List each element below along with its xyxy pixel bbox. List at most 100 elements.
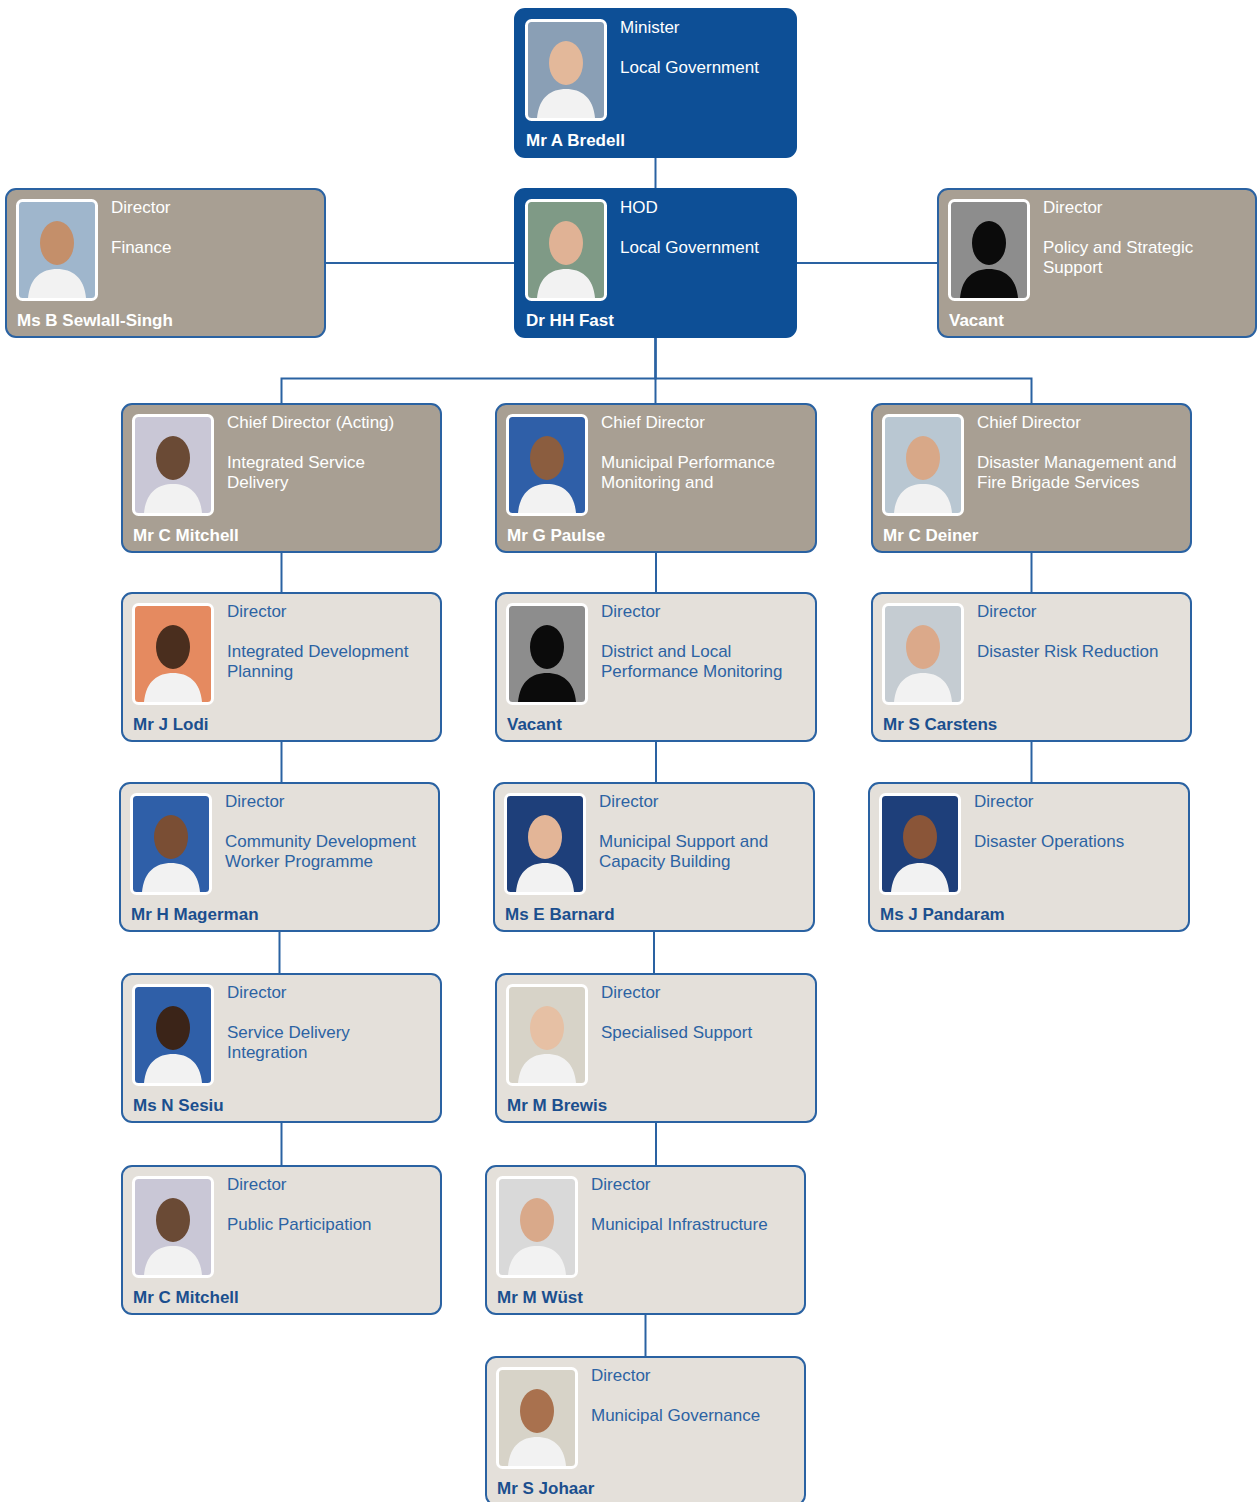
person-name: Mr J Lodi [133, 714, 430, 735]
role-title: Director [591, 1366, 794, 1386]
portrait-photo [132, 414, 214, 516]
title-block: DirectorSpecialised Support [507, 983, 805, 1095]
role-title: Director [599, 792, 803, 812]
title-block: DirectorPublic Participation [133, 1175, 430, 1287]
person-name: Ms B Sewlall-Singh [17, 310, 314, 331]
unit-name: Integrated Development Planning [227, 642, 430, 682]
role-title: Chief Director [977, 413, 1180, 433]
person-name: Mr C Deiner [883, 525, 1180, 546]
portrait-photo [506, 984, 588, 1086]
portrait-photo [132, 1176, 214, 1278]
reporting-line [1031, 742, 1033, 782]
unit-name: Community Development Worker Programme [225, 832, 428, 872]
unit-name: Municipal Support and Capacity Building [599, 832, 803, 872]
org-box: Chief DirectorDisaster Management and Fi… [871, 403, 1192, 553]
portrait-photo [16, 199, 98, 301]
role-title: Director [111, 198, 314, 218]
org-box: DirectorService Delivery IntegrationMs N… [121, 973, 442, 1123]
portrait-photo [504, 793, 586, 895]
reporting-line [655, 553, 657, 592]
reporting-line [279, 932, 281, 973]
person-name: Mr M Wüst [497, 1287, 794, 1308]
unit-name: Finance [111, 238, 314, 258]
role-title: Director [227, 983, 430, 1003]
title-block: DirectorPolicy and Strategic Support [949, 198, 1245, 310]
reporting-line [655, 158, 657, 188]
role-title: Minister [620, 18, 785, 38]
unit-name: Local Government [620, 58, 785, 78]
portrait-photo [948, 199, 1030, 301]
portrait-photo [496, 1367, 578, 1469]
role-title: Director [591, 1175, 794, 1195]
unit-name: Policy and Strategic Support [1043, 238, 1245, 278]
unit-name: Disaster Management and Fire Brigade Ser… [977, 453, 1180, 493]
title-block: DirectorIntegrated Development Planning [133, 602, 430, 714]
reporting-line [655, 1123, 657, 1165]
role-title: Director [974, 792, 1178, 812]
portrait-photo [879, 793, 961, 895]
person-name: Mr M Brewis [507, 1095, 805, 1116]
person-name: Mr C Mitchell [133, 1287, 430, 1308]
reporting-line [653, 932, 655, 973]
org-box: DirectorMunicipal GovernanceMr S Johaar [485, 1356, 806, 1502]
portrait-photo [525, 19, 607, 121]
person-name: Ms E Barnard [505, 904, 803, 925]
org-box: DirectorCommunity Development Worker Pro… [119, 782, 440, 932]
person-name: Vacant [507, 714, 805, 735]
portrait-photo [130, 793, 212, 895]
org-box: DirectorSpecialised SupportMr M Brewis [495, 973, 817, 1123]
reporting-line [282, 338, 656, 403]
role-title: Director [227, 1175, 430, 1195]
org-box: MinisterLocal Government Mr A Bredell [514, 8, 797, 158]
org-box: DirectorMunicipal Support and Capacity B… [493, 782, 815, 932]
org-box: DirectorMunicipal Infrastructure Mr M Wüs… [485, 1165, 806, 1315]
title-block: DirectorCommunity Development Worker Pro… [131, 792, 428, 904]
person-name: Mr H Magerman [131, 904, 428, 925]
portrait-photo [882, 603, 964, 705]
role-title: Chief Director [601, 413, 805, 433]
reporting-line [1031, 553, 1033, 592]
role-title: Director [225, 792, 428, 812]
person-name: Ms J Pandaram [880, 904, 1178, 925]
title-block: DirectorDistrict and Local Performance M… [507, 602, 805, 714]
title-block: HODLocal Government [526, 198, 785, 310]
title-block: DirectorFinance [17, 198, 314, 310]
role-title: Director [601, 983, 805, 1003]
title-block: Chief Director (Acting) Integrated Servic… [133, 413, 430, 525]
unit-name: District and Local Performance Monitorin… [601, 642, 805, 682]
title-block: DirectorService Delivery Integration [133, 983, 430, 1095]
portrait-photo [506, 603, 588, 705]
person-name: Mr S Johaar [497, 1478, 794, 1499]
unit-name: Disaster Risk Reduction [977, 642, 1180, 662]
role-title: Director [977, 602, 1180, 622]
reporting-line [281, 1123, 283, 1165]
person-name: Mr A Bredell [526, 130, 785, 151]
unit-name: Local Government [620, 238, 785, 258]
title-block: DirectorDisaster Risk Reduction [883, 602, 1180, 714]
person-name: Vacant [949, 310, 1245, 331]
reporting-line [281, 742, 283, 782]
title-block: DirectorMunicipal Support and Capacity B… [505, 792, 803, 904]
reporting-line [655, 742, 657, 782]
unit-name: Integrated Service Delivery [227, 453, 430, 493]
portrait-photo [525, 199, 607, 301]
person-name: Mr C Mitchell [133, 525, 430, 546]
portrait-photo [496, 1176, 578, 1278]
org-box: DirectorPublic ParticipationMr C Mitchel… [121, 1165, 442, 1315]
role-title: Chief Director (Acting) [227, 413, 430, 433]
person-name: Mr S Carstens [883, 714, 1180, 735]
portrait-photo [132, 984, 214, 1086]
title-block: Chief DirectorDisaster Management and Fi… [883, 413, 1180, 525]
org-box: DirectorFinanceMs B Sewlall-Singh [5, 188, 326, 338]
org-box: DirectorIntegrated Development PlanningM… [121, 592, 442, 742]
unit-name: Municipal Infrastructure [591, 1215, 794, 1235]
person-name: Dr HH Fast [526, 310, 785, 331]
reporting-line [797, 262, 937, 264]
portrait-photo [882, 414, 964, 516]
org-box: DirectorDisaster Risk ReductionMr S Cars… [871, 592, 1192, 742]
unit-name: Municipal Performance Monitoring and [601, 453, 805, 493]
unit-name: Public Participation [227, 1215, 430, 1235]
role-title: Director [1043, 198, 1245, 218]
